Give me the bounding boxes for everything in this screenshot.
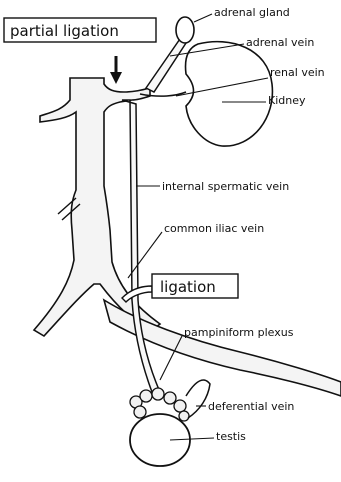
kidney bbox=[186, 42, 273, 146]
renal-vein-label: renal vein bbox=[270, 66, 325, 79]
partial-ligation-label: partial ligation bbox=[10, 22, 119, 40]
deferential-vein bbox=[186, 380, 210, 418]
adrenal-gland-label: adrenal gland bbox=[214, 6, 290, 19]
internal-spermatic-vein bbox=[122, 100, 160, 392]
partial-ligation-arrow bbox=[110, 56, 122, 84]
common-iliac-vein-label: common iliac vein bbox=[164, 222, 264, 235]
kidney-label: Kidney bbox=[268, 94, 306, 107]
adrenal-vein-label: adrenal vein bbox=[246, 36, 314, 49]
ligation-label: ligation bbox=[160, 278, 216, 296]
internal-spermatic-vein-label: internal spermatic vein bbox=[162, 180, 289, 193]
vena-cava bbox=[34, 78, 160, 336]
adrenal-gland bbox=[176, 17, 194, 43]
deferential-vein-label: deferential vein bbox=[208, 400, 294, 413]
adrenal-vein bbox=[146, 36, 188, 92]
testis-label: testis bbox=[216, 430, 246, 443]
pampiniform-plexus-label: pampiniform plexus bbox=[184, 326, 294, 339]
